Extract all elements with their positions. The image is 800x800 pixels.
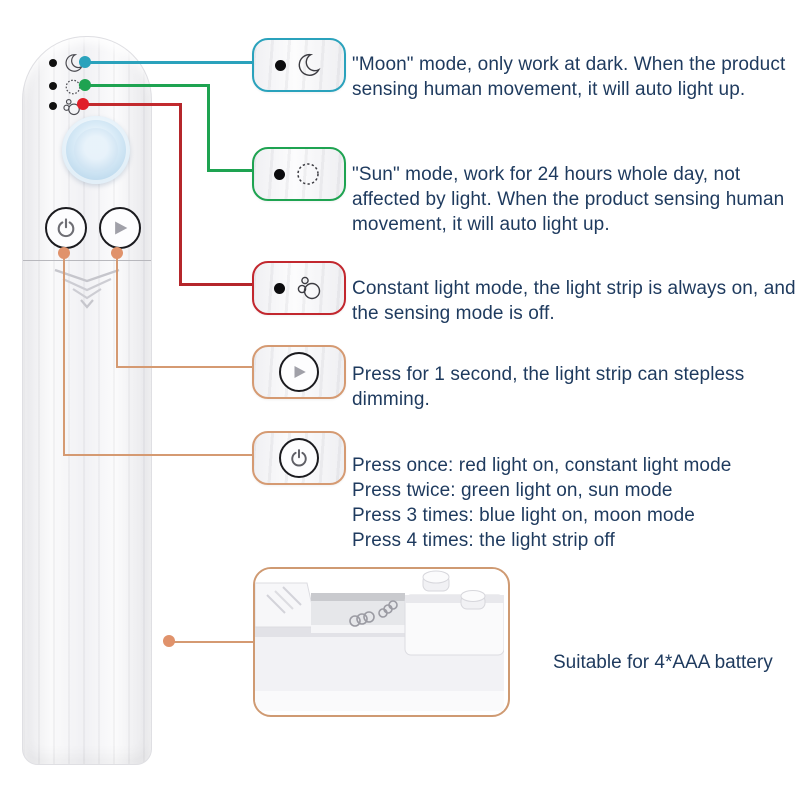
constant-connector-line-v [179, 103, 182, 285]
sun-mode-description: "Sun" mode, work for 24 hours whole day,… [352, 164, 785, 235]
power-connector-line-h [63, 454, 252, 456]
sun-icon [61, 75, 85, 99]
callout-constant-mode [252, 261, 346, 315]
moon-led-dot [49, 59, 57, 67]
power-press-description: Press once: red light on, constant light… [352, 455, 732, 551]
device-seam-line [23, 260, 151, 261]
callout-power [252, 431, 346, 485]
constant-light-icon [297, 276, 321, 300]
sun-connector-dot [79, 79, 91, 91]
dimming-description: Press for 1 second, the light strip can … [352, 364, 745, 410]
sun-icon [297, 163, 319, 185]
pir-motion-sensor [62, 116, 130, 184]
callout-sun-mode [252, 147, 346, 201]
constant-mode-description: Constant light mode, the light strip is … [352, 278, 796, 324]
moon-icon [298, 53, 321, 76]
callout-battery-compartment [253, 567, 510, 717]
callout-dimming [252, 345, 346, 399]
moon-mode-description: "Moon" mode, only work at dark. When the… [352, 54, 786, 100]
sun-connector-line-v [207, 84, 210, 172]
sun-connector-line-h2 [207, 169, 252, 172]
battery-description: Suitable for 4*AAA battery [553, 652, 773, 673]
moon-connector-line [88, 61, 252, 64]
dimming-button [99, 207, 141, 249]
power-icon [57, 218, 75, 238]
constant-connector-line-h1 [86, 103, 182, 106]
led-dot [275, 59, 286, 71]
power-connector-line-v [63, 253, 65, 456]
callout-moon-mode [252, 38, 346, 92]
dimming-connector-line-h [116, 366, 252, 368]
battery-connector-line [170, 641, 253, 643]
play-icon [294, 366, 306, 378]
dimming-connector-line-v [116, 253, 118, 368]
constant-connector-dot [77, 98, 89, 110]
chevron-decoration [54, 268, 120, 309]
battery-connector-dot [163, 635, 175, 647]
power-button [45, 207, 87, 249]
sun-connector-line-h1 [88, 84, 210, 87]
device-body [22, 36, 152, 765]
dimming-connector-dot [111, 247, 123, 259]
led-dot [274, 282, 285, 294]
sun-led-dot [49, 82, 57, 90]
play-icon [115, 221, 128, 235]
dimming-button [279, 352, 319, 392]
led-dot [274, 168, 285, 180]
power-connector-dot [58, 247, 70, 259]
constant-connector-line-h2 [179, 283, 252, 286]
power-button [279, 438, 319, 478]
moon-connector-dot [79, 56, 91, 68]
moon-icon [61, 51, 85, 75]
battery-compartment-illustration [255, 569, 505, 711]
power-icon [291, 449, 307, 467]
constant-led-dot [49, 102, 57, 110]
